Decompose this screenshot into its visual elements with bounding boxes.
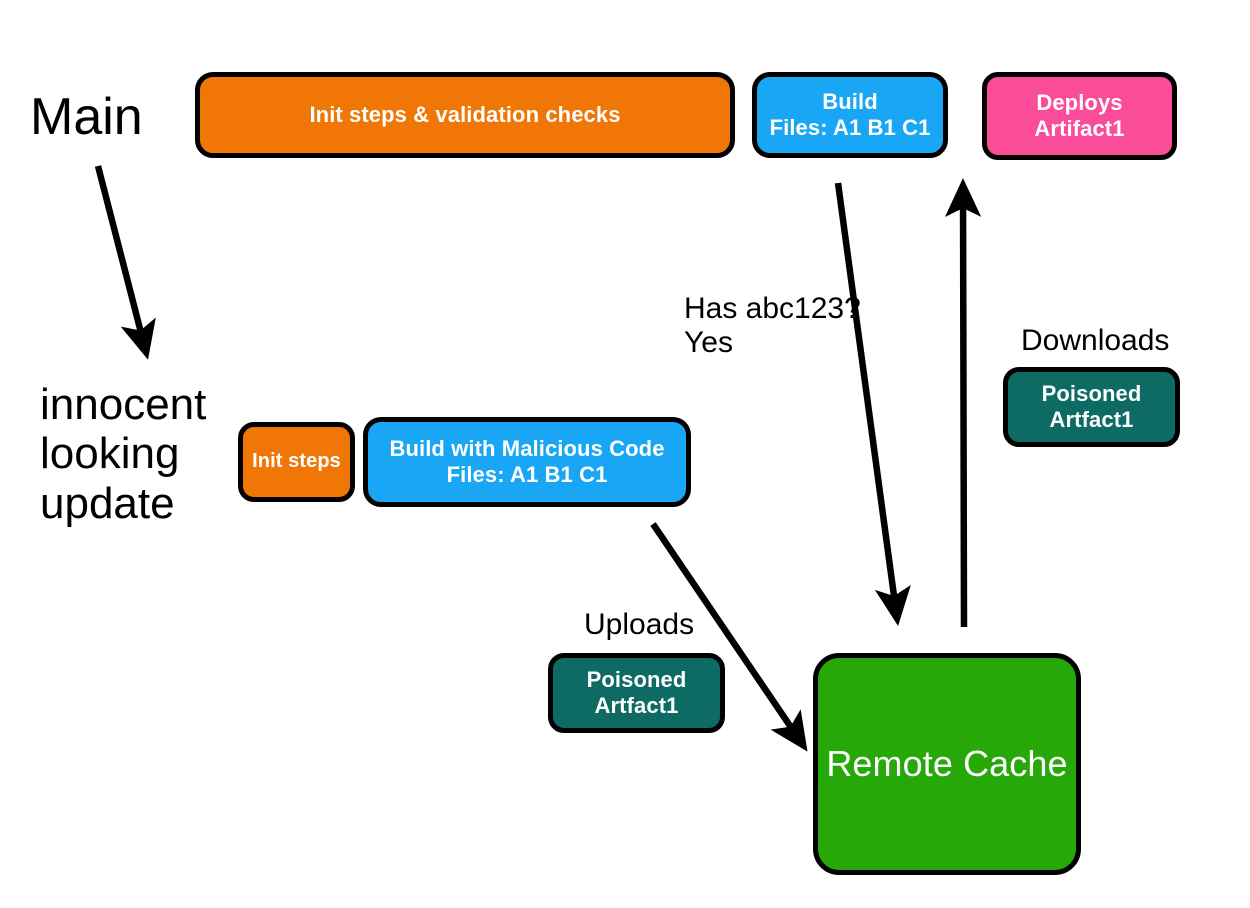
node-pr-init-steps[interactable]: Init steps	[238, 422, 355, 502]
node-main-build[interactable]: Build Files: A1 B1 C1	[752, 72, 948, 158]
edge-label-uploads: Uploads	[584, 608, 695, 641]
branch-label-innocent-update: innocent looking update	[40, 380, 207, 528]
node-main-deploys-artifact[interactable]: Deploys Artifact1	[982, 72, 1177, 160]
arrow-download	[944, 177, 982, 628]
branch-label-main: Main	[30, 88, 143, 146]
node-poisoned-artifact-downloaded-line2: Artfact1	[1049, 407, 1134, 432]
arrow-branch-split	[94, 165, 156, 360]
node-main-build-line2: Files: A1 B1 C1	[769, 115, 931, 140]
edge-label-cache-lookup: Has abc123? Yes	[684, 292, 861, 359]
node-poisoned-artifact-uploaded-line2: Artfact1	[594, 693, 679, 718]
node-pr-build-malicious-line1: Build with Malicious Code	[389, 436, 665, 462]
edge-label-downloads: Downloads	[1021, 324, 1170, 357]
arrow-cache-lookup	[834, 182, 911, 626]
node-main-init-steps[interactable]: Init steps & validation checks	[195, 72, 735, 158]
node-poisoned-artifact-uploaded-line1: Poisoned	[586, 667, 687, 693]
node-pr-build-malicious-line2: Files: A1 B1 C1	[446, 462, 608, 487]
node-main-deploys-line2: Artifact1	[1034, 116, 1125, 141]
node-main-build-line1: Build	[822, 89, 878, 115]
node-remote-cache[interactable]: Remote Cache	[813, 653, 1081, 875]
node-remote-cache-label: Remote Cache	[826, 742, 1068, 784]
node-poisoned-artifact-uploaded[interactable]: Poisoned Artfact1	[548, 653, 725, 733]
node-pr-build-malicious[interactable]: Build with Malicious Code Files: A1 B1 C…	[363, 417, 691, 507]
node-main-deploys-line1: Deploys	[1036, 90, 1123, 116]
node-poisoned-artifact-downloaded[interactable]: Poisoned Artfact1	[1003, 367, 1180, 447]
node-pr-init-steps-line1: Init steps	[252, 450, 341, 473]
node-main-init-steps-line1: Init steps & validation checks	[309, 102, 621, 128]
node-poisoned-artifact-downloaded-line1: Poisoned	[1041, 381, 1142, 407]
